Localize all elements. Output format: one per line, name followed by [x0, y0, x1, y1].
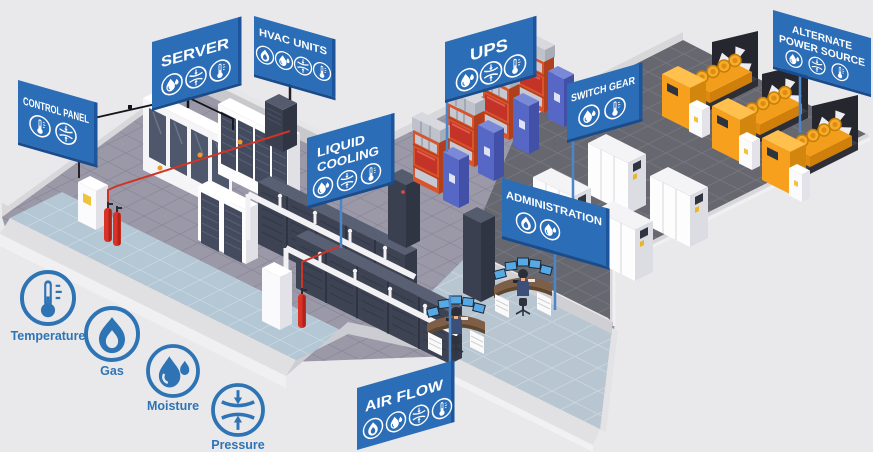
legend-label: Gas	[100, 364, 124, 378]
cooling-extinguisher	[297, 245, 341, 329]
legend-label: Temperature	[11, 329, 86, 343]
sign-control-panel: CONTROL PANEL	[18, 80, 98, 168]
sign-alternate-power-source: ALTERNATE POWER SOURCE	[773, 10, 871, 98]
fire-suppression	[103, 130, 291, 247]
sign-poles	[186, 74, 802, 362]
legend-item-gas: Gas	[84, 306, 140, 378]
hvac-cabinet	[265, 94, 297, 152]
sign-air-flow: AIR FLOW	[357, 360, 455, 450]
dark-cabinet-2	[463, 207, 495, 302]
sign-liquid-cooling: LIQUID COOLING	[307, 112, 395, 209]
sign-server: SERVER	[152, 16, 242, 111]
legend-label: Pressure	[211, 438, 265, 452]
platform-edges	[0, 218, 618, 452]
dark-cabinet-1	[388, 169, 420, 248]
legend: Temperature Gas Moisture Pressure	[11, 272, 265, 452]
legend-label: Moisture	[147, 399, 199, 413]
server-rack-small	[198, 180, 258, 264]
sign-ups: UPS	[445, 15, 537, 103]
cooling-pipe-back	[245, 191, 417, 280]
sign-hvac-units: HVAC UNITS	[254, 16, 336, 101]
legend-item-pressure: Pressure	[211, 383, 265, 452]
cooling-manifold-cabinet	[262, 262, 292, 330]
control-cabinet	[78, 176, 108, 230]
legend-item-temperature: Temperature	[11, 272, 86, 343]
legend-item-moisture: Moisture	[146, 344, 200, 413]
